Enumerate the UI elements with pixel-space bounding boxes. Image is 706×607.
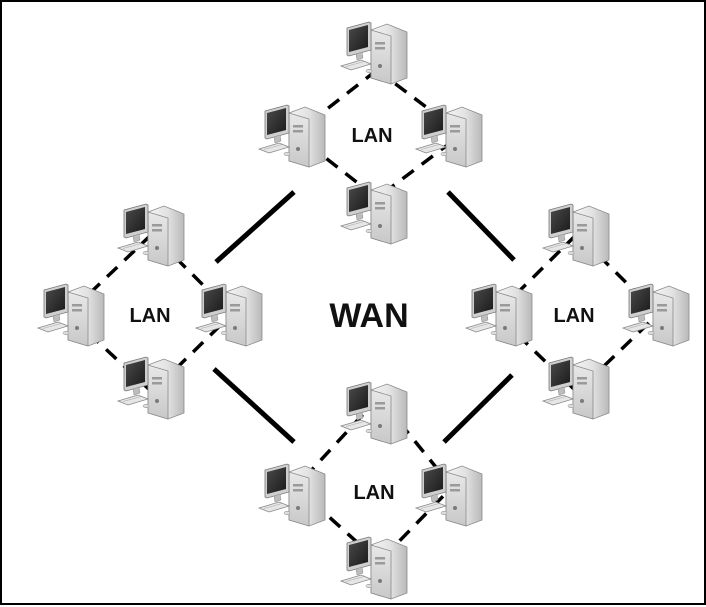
computer-icon — [340, 536, 408, 600]
computer-icon — [195, 283, 263, 347]
computer-icon — [542, 356, 610, 420]
computer-icon — [415, 104, 483, 168]
lan-label-left: LAN — [129, 305, 170, 327]
wan-links — [212, 190, 516, 444]
wan-link-top-right — [446, 190, 516, 262]
computer-icon — [465, 283, 533, 347]
computer-icon — [117, 356, 185, 420]
lan-label-bottom: LAN — [353, 482, 394, 504]
lan-label-top: LAN — [351, 125, 392, 147]
computer-icon — [622, 283, 690, 347]
lan-label-right: LAN — [553, 305, 594, 327]
computer-icon — [258, 104, 326, 168]
computer-icon — [37, 283, 105, 347]
computer-icon — [415, 463, 483, 527]
computer-icon — [340, 381, 408, 445]
wan-label: WAN — [329, 297, 408, 335]
lan-ring-left — [65, 231, 235, 395]
lan-ring-bottom — [293, 394, 455, 565]
wan-link-bottom-left — [212, 367, 296, 444]
computer-icon — [340, 181, 408, 245]
wan-link-bottom-right — [442, 373, 514, 444]
computer-icon — [258, 463, 326, 527]
computer-icon — [340, 21, 408, 85]
wan-link-top-left — [214, 190, 296, 264]
